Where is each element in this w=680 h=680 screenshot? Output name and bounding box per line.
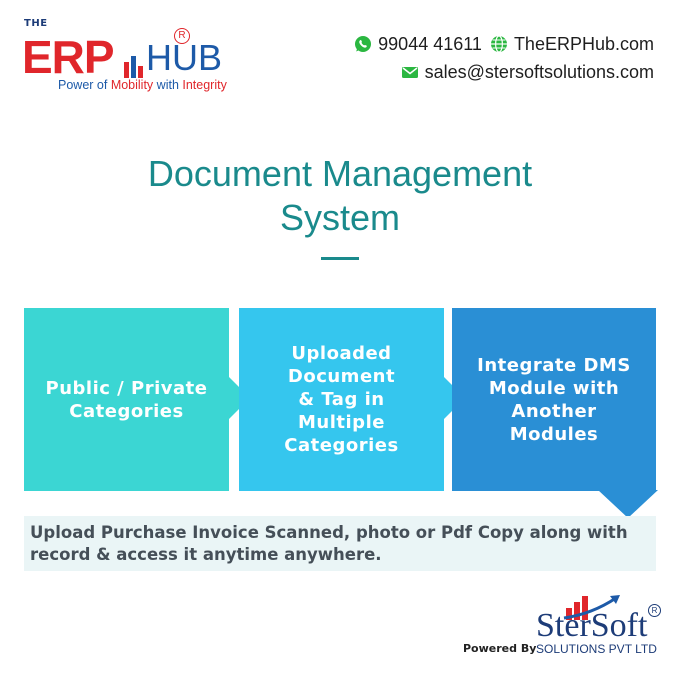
logo-erp-text: ERP <box>22 31 115 83</box>
logo-tagline: Power of Mobility with Integrity <box>58 78 227 92</box>
logo-the-text: THE <box>24 18 48 29</box>
step-box-1: Public / Private Categories <box>24 308 229 491</box>
phone-number: 99044 41611 <box>378 33 482 54</box>
website-contact[interactable]: TheERPHub.com <box>490 34 654 55</box>
info-banner: Upload Purchase Invoice Scanned, photo o… <box>24 516 656 571</box>
email-contact[interactable]: sales@stersoftsolutions.com <box>401 62 654 83</box>
info-text: Upload Purchase Invoice Scanned, photo o… <box>30 523 628 564</box>
stersoft-subtitle: SOLUTIONS PVT LTD <box>536 642 657 656</box>
step-2-line: Multiple <box>298 412 385 433</box>
registered-mark: R <box>648 604 661 617</box>
step-2-line: Categories <box>284 435 399 456</box>
website-link: TheERPHub.com <box>513 33 654 54</box>
step-box-3: Integrate DMS Module with Another Module… <box>452 308 656 491</box>
step-box-2: Uploaded Document & Tag in Multiple Cate… <box>239 308 444 491</box>
tagline-part1: Power of <box>58 78 111 92</box>
contact-row-top: 99044 41611 TheERPHub.com <box>346 30 654 58</box>
mail-icon <box>401 67 418 78</box>
globe-icon <box>490 35 507 53</box>
step-1-line: Categories <box>69 400 184 422</box>
bar-chart-icon <box>124 56 143 78</box>
powered-by-label: Powered By <box>463 642 537 655</box>
tagline-part3: with <box>153 78 183 92</box>
step-1-line: Public / Private <box>45 377 208 399</box>
stersoft-name: SterSoft <box>536 607 648 644</box>
whatsapp-icon <box>355 36 372 52</box>
step-3-line: Module with <box>488 377 620 399</box>
registered-mark: R <box>174 28 190 44</box>
phone-contact[interactable]: 99044 41611 <box>354 34 482 55</box>
step-3-line: Another <box>511 400 597 422</box>
step-2-line: & Tag in <box>298 389 385 410</box>
erphub-logo: THE ERP HUB R Power of Mobility with Int… <box>22 18 252 98</box>
step-3-line: Integrate DMS <box>477 354 631 376</box>
tagline-part2: Mobility <box>110 78 154 92</box>
step-3-line: Modules <box>509 423 599 445</box>
step-2-line: Document <box>287 366 396 387</box>
contact-block: 99044 41611 TheERPHub.com sales@stersoft… <box>346 30 654 86</box>
email-address: sales@stersoftsolutions.com <box>424 61 654 82</box>
growth-bars-icon <box>563 595 620 620</box>
tagline-part4: Integrity <box>182 78 227 92</box>
step-2-line: Uploaded <box>291 343 392 364</box>
logo-hub-text: HUB <box>146 37 223 78</box>
title-line-1: Document Management <box>147 153 533 194</box>
title-divider <box>321 257 359 260</box>
page-title: Document Management System <box>0 152 680 240</box>
contact-row-bottom: sales@stersoftsolutions.com <box>346 58 654 86</box>
title-line-2: System <box>279 197 401 238</box>
stersoft-logo: SterSoft SOLUTIONS PVT LTD R <box>532 590 662 660</box>
step-arrow-down <box>598 490 658 518</box>
